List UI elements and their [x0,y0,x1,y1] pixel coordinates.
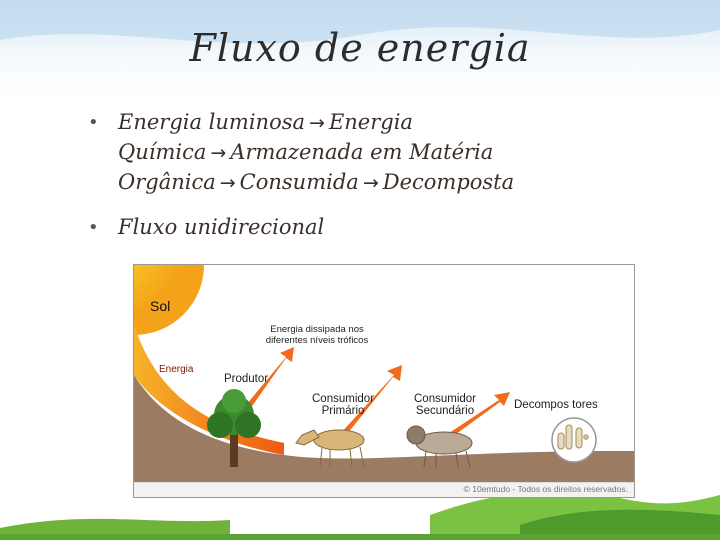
decomposers-label: Decompos tores [514,399,598,411]
arrow-right-icon: → [219,172,236,194]
producer-label: Produtor [224,373,269,385]
chain-step-3: Armazenada em Matéria Orgânica [118,140,494,194]
bullet-unidirectional: • Fluxo unidirecional [88,213,648,242]
soil-ground [134,375,634,497]
arrow-right-icon: → [309,112,325,134]
arrow-right-icon: → [210,142,227,164]
tree-producer-icon [207,389,261,467]
chain-step-4: Consumida [239,170,359,194]
watercolor-sky-decoration [0,0,720,110]
primary-consumer-line1: Consumidor [312,393,374,405]
sun-label: Sol [150,298,171,314]
chain-step-2: Energia Química [118,110,413,164]
copyright-bar: © 10emtudo - Todos os direitos reservado… [134,482,634,497]
chain-step-5: Decomposta [382,170,515,194]
bullet-dot: • [88,112,99,133]
primary-consumer-line2: Primário [321,405,365,417]
primary-consumer-label: Consumidor Primário [312,393,374,417]
arrow-right-icon: → [362,172,379,194]
bullet-dot: • [88,217,99,238]
bullet-energy-chain: • Energia luminosa→Energia Química→Armaz… [88,108,648,198]
chain-step-1: Energia luminosa [118,110,306,134]
secondary-consumer-line1: Consumidor [414,393,476,405]
diagram-illustration [134,265,634,497]
decomposers-icon [551,417,597,463]
dissipated-energy-label: Energia dissipada nos diferentes níveis … [265,324,369,346]
slide-title: Fluxo de energia [189,26,531,70]
deer-primary-consumer-icon [295,429,365,468]
secondary-consumer-label: Consumidor Secundário [414,393,476,417]
energy-label: Energia [159,364,194,375]
bullet-list: • Energia luminosa→Energia Química→Armaz… [88,108,648,242]
energy-flow-diagram: Sol Energia dissipada nos diferentes nív… [133,264,635,498]
green-hills-decoration [0,491,720,540]
secondary-consumer-line2: Secundário [415,405,475,417]
bullet-text: Fluxo unidirecional [118,215,325,239]
sun-shape [134,265,204,335]
lion-secondary-consumer-icon [406,425,473,468]
copyright-text: © 10emtudo - Todos os direitos reservado… [463,484,628,494]
